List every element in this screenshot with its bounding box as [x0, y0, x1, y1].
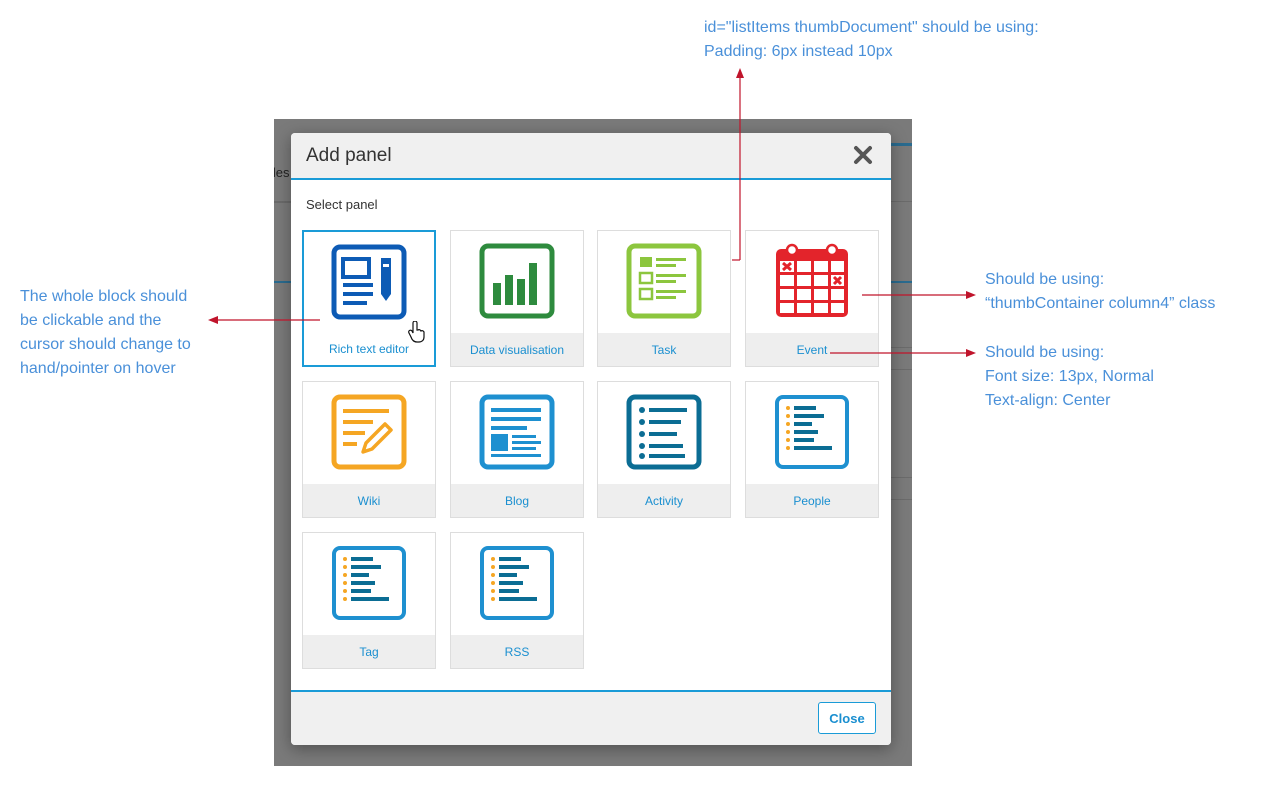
background-divider: [274, 281, 292, 283]
modal-header: Add panel: [291, 133, 891, 180]
annotation-clickable: The whole block should be clickable and …: [20, 288, 191, 377]
background-peek-text: iles: [274, 165, 290, 180]
annotation-padding: id="listItems thumbDocument" should be u…: [704, 19, 1039, 60]
tile-label: People: [746, 484, 878, 517]
background-divider: [888, 369, 912, 370]
tile-data-visualisation[interactable]: Data visualisation: [450, 230, 584, 367]
tile-blog[interactable]: Blog: [450, 381, 584, 518]
background-divider: [888, 499, 912, 500]
activity-list-icon: [626, 394, 702, 475]
tile-event[interactable]: Event: [745, 230, 879, 367]
task-checklist-icon: [626, 243, 702, 324]
tile-label: Data visualisation: [451, 333, 583, 366]
close-icon[interactable]: [853, 145, 873, 165]
modal-footer: Close: [291, 690, 891, 745]
tile-people[interactable]: People: [745, 381, 879, 518]
annotation-font: Should be using: Font size: 13px, Normal…: [985, 344, 1154, 409]
tile-label: Tag: [303, 635, 435, 668]
people-list-icon: [774, 394, 850, 475]
wiki-edit-icon: [331, 394, 407, 475]
tile-wiki[interactable]: Wiki: [302, 381, 436, 518]
tile-label: Event: [746, 333, 878, 366]
tile-rss[interactable]: RSS: [450, 532, 584, 669]
tile-activity[interactable]: Activity: [597, 381, 731, 518]
blog-icon: [479, 394, 555, 475]
add-panel-modal: Add panel Select panel Rich tex: [291, 133, 891, 745]
background-divider: [888, 477, 912, 478]
select-panel-label: Select panel: [306, 197, 378, 212]
tile-task[interactable]: Task: [597, 230, 731, 367]
tile-label: Task: [598, 333, 730, 366]
tile-tag[interactable]: Tag: [302, 532, 436, 669]
rss-list-icon: [479, 545, 555, 626]
calendar-icon: [774, 243, 850, 324]
background-divider: [274, 201, 292, 203]
modal-title: Add panel: [306, 145, 392, 166]
tile-label: Blog: [451, 484, 583, 517]
hand-cursor-icon: [408, 320, 426, 348]
background-divider: [888, 201, 912, 202]
tile-label: RSS: [451, 635, 583, 668]
tag-list-icon: [331, 545, 407, 626]
tile-label: Wiki: [303, 484, 435, 517]
background-divider: [888, 281, 912, 283]
background-accent-bar: [874, 143, 912, 146]
rich-text-editor-icon: [331, 244, 407, 325]
close-button[interactable]: Close: [818, 702, 876, 734]
tile-label: Activity: [598, 484, 730, 517]
bar-chart-icon: [479, 243, 555, 324]
annotation-class: Should be using: “thumbContainer column4…: [985, 271, 1216, 312]
background-divider: [888, 347, 912, 348]
tile-rich-text-editor[interactable]: Rich text editor: [302, 230, 436, 367]
